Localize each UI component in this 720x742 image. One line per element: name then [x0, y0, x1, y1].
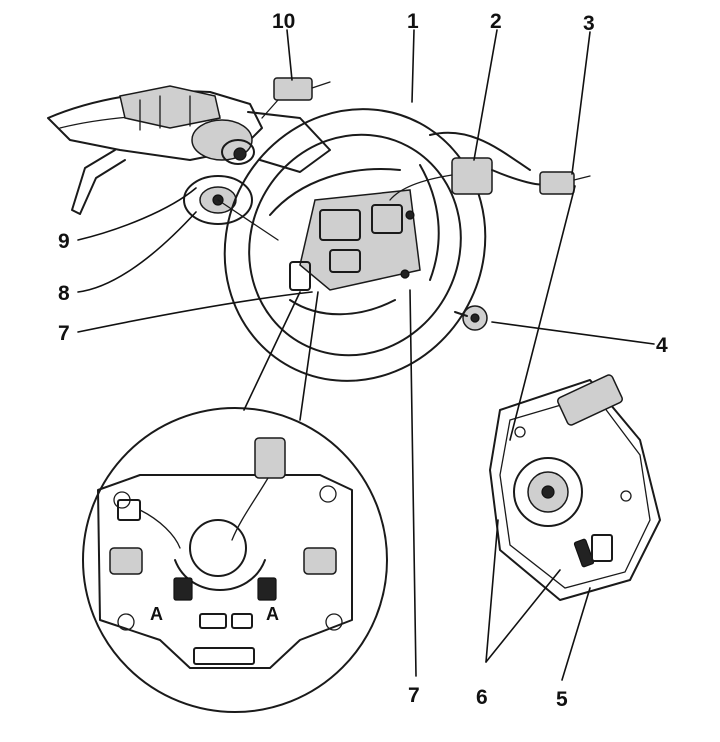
detail-view: A A: [82, 291, 388, 713]
connector-part-3: [491, 169, 591, 195]
detail-mark-a-left: A: [150, 604, 163, 624]
callout-7-bottom: 7: [408, 684, 420, 707]
callout-9: 9: [58, 230, 70, 253]
leader-lines: [77, 29, 655, 681]
callout-1: 1: [407, 10, 419, 33]
lock-cylinder: [191, 119, 255, 165]
connector-part-10: [261, 77, 331, 119]
contact-unit-part-8: [183, 175, 279, 241]
callout-labels: 10 1 2 3 9 8 7 4 7 6 5: [58, 10, 668, 711]
steering-wheel-part-1: [223, 108, 487, 382]
callout-6: 6: [476, 686, 488, 709]
callout-2: 2: [490, 10, 502, 33]
callout-7-top: 7: [58, 322, 70, 345]
airbag-unit: [489, 374, 661, 601]
callout-3: 3: [583, 12, 595, 35]
callout-10: 10: [272, 10, 295, 33]
wheel-hub: [289, 189, 421, 291]
connector-part-2: [389, 131, 531, 201]
bolt-part-4: [454, 305, 488, 331]
steering-column-assembly: [47, 85, 331, 215]
callout-5: 5: [556, 688, 568, 711]
detail-mark-a-right: A: [266, 604, 279, 624]
callout-4: 4: [656, 334, 668, 357]
callout-8: 8: [58, 282, 70, 305]
